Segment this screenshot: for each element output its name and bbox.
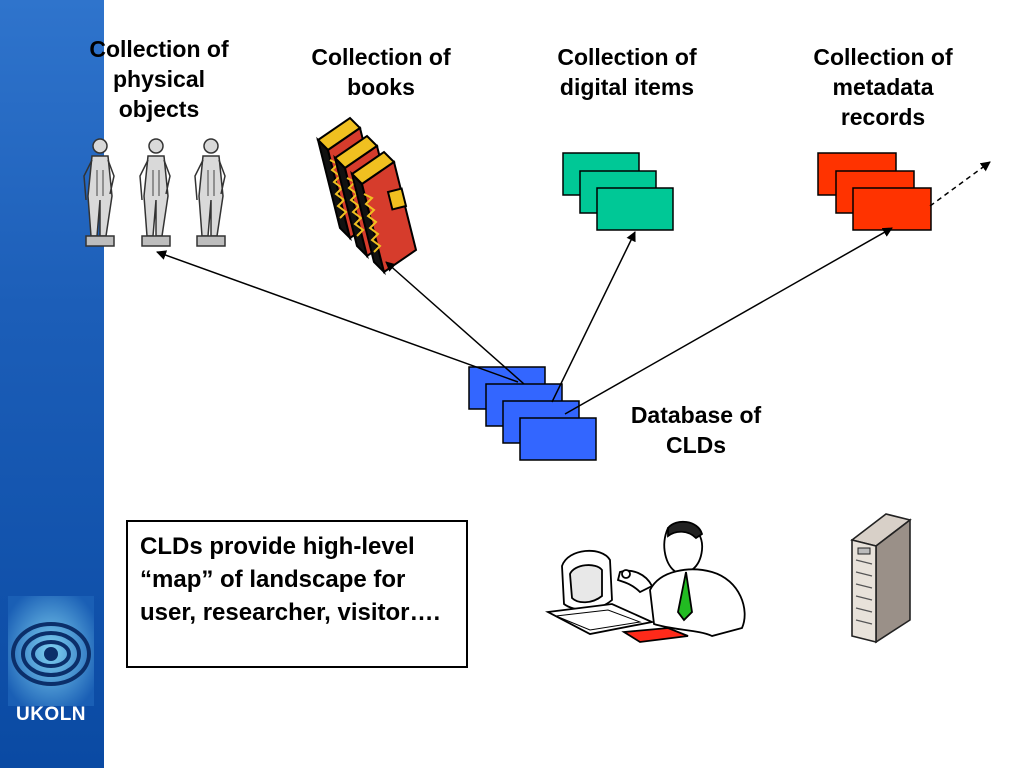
- person-at-computer-icon: [545, 520, 746, 643]
- arrow-to-metadata: [564, 227, 893, 415]
- arrow-to-digital: [551, 231, 636, 403]
- dashed-arrow: [929, 161, 991, 207]
- label-physical-objects: Collection of physical objects: [89, 36, 229, 122]
- connector-arrows: [156, 227, 893, 415]
- arrow-to-physical: [156, 250, 519, 383]
- books-icon: [316, 116, 418, 276]
- ukoln-logo: UKOLN: [8, 596, 94, 730]
- callout-box: CLDs provide high-level “map” of landsca…: [126, 520, 468, 668]
- digital-items-icon: [562, 152, 674, 231]
- callout-text: CLDs provide high-level “map” of landsca…: [140, 533, 441, 626]
- label-books: Collection of books: [311, 44, 451, 100]
- server-tower-icon: [850, 513, 912, 644]
- eye-logo-icon: [8, 596, 94, 706]
- database-icon: [468, 366, 597, 461]
- label-metadata-records: Collection of metadata records: [813, 44, 953, 130]
- label-database: Database of CLDs: [630, 402, 762, 458]
- statue-icon: [83, 138, 226, 247]
- arrow-to-books: [385, 261, 525, 385]
- sidebar-band: UKOLN: [0, 0, 104, 768]
- metadata-records-icon: [817, 152, 932, 231]
- label-digital-items: Collection of digital items: [557, 44, 697, 100]
- logo-text: UKOLN: [15, 704, 87, 725]
